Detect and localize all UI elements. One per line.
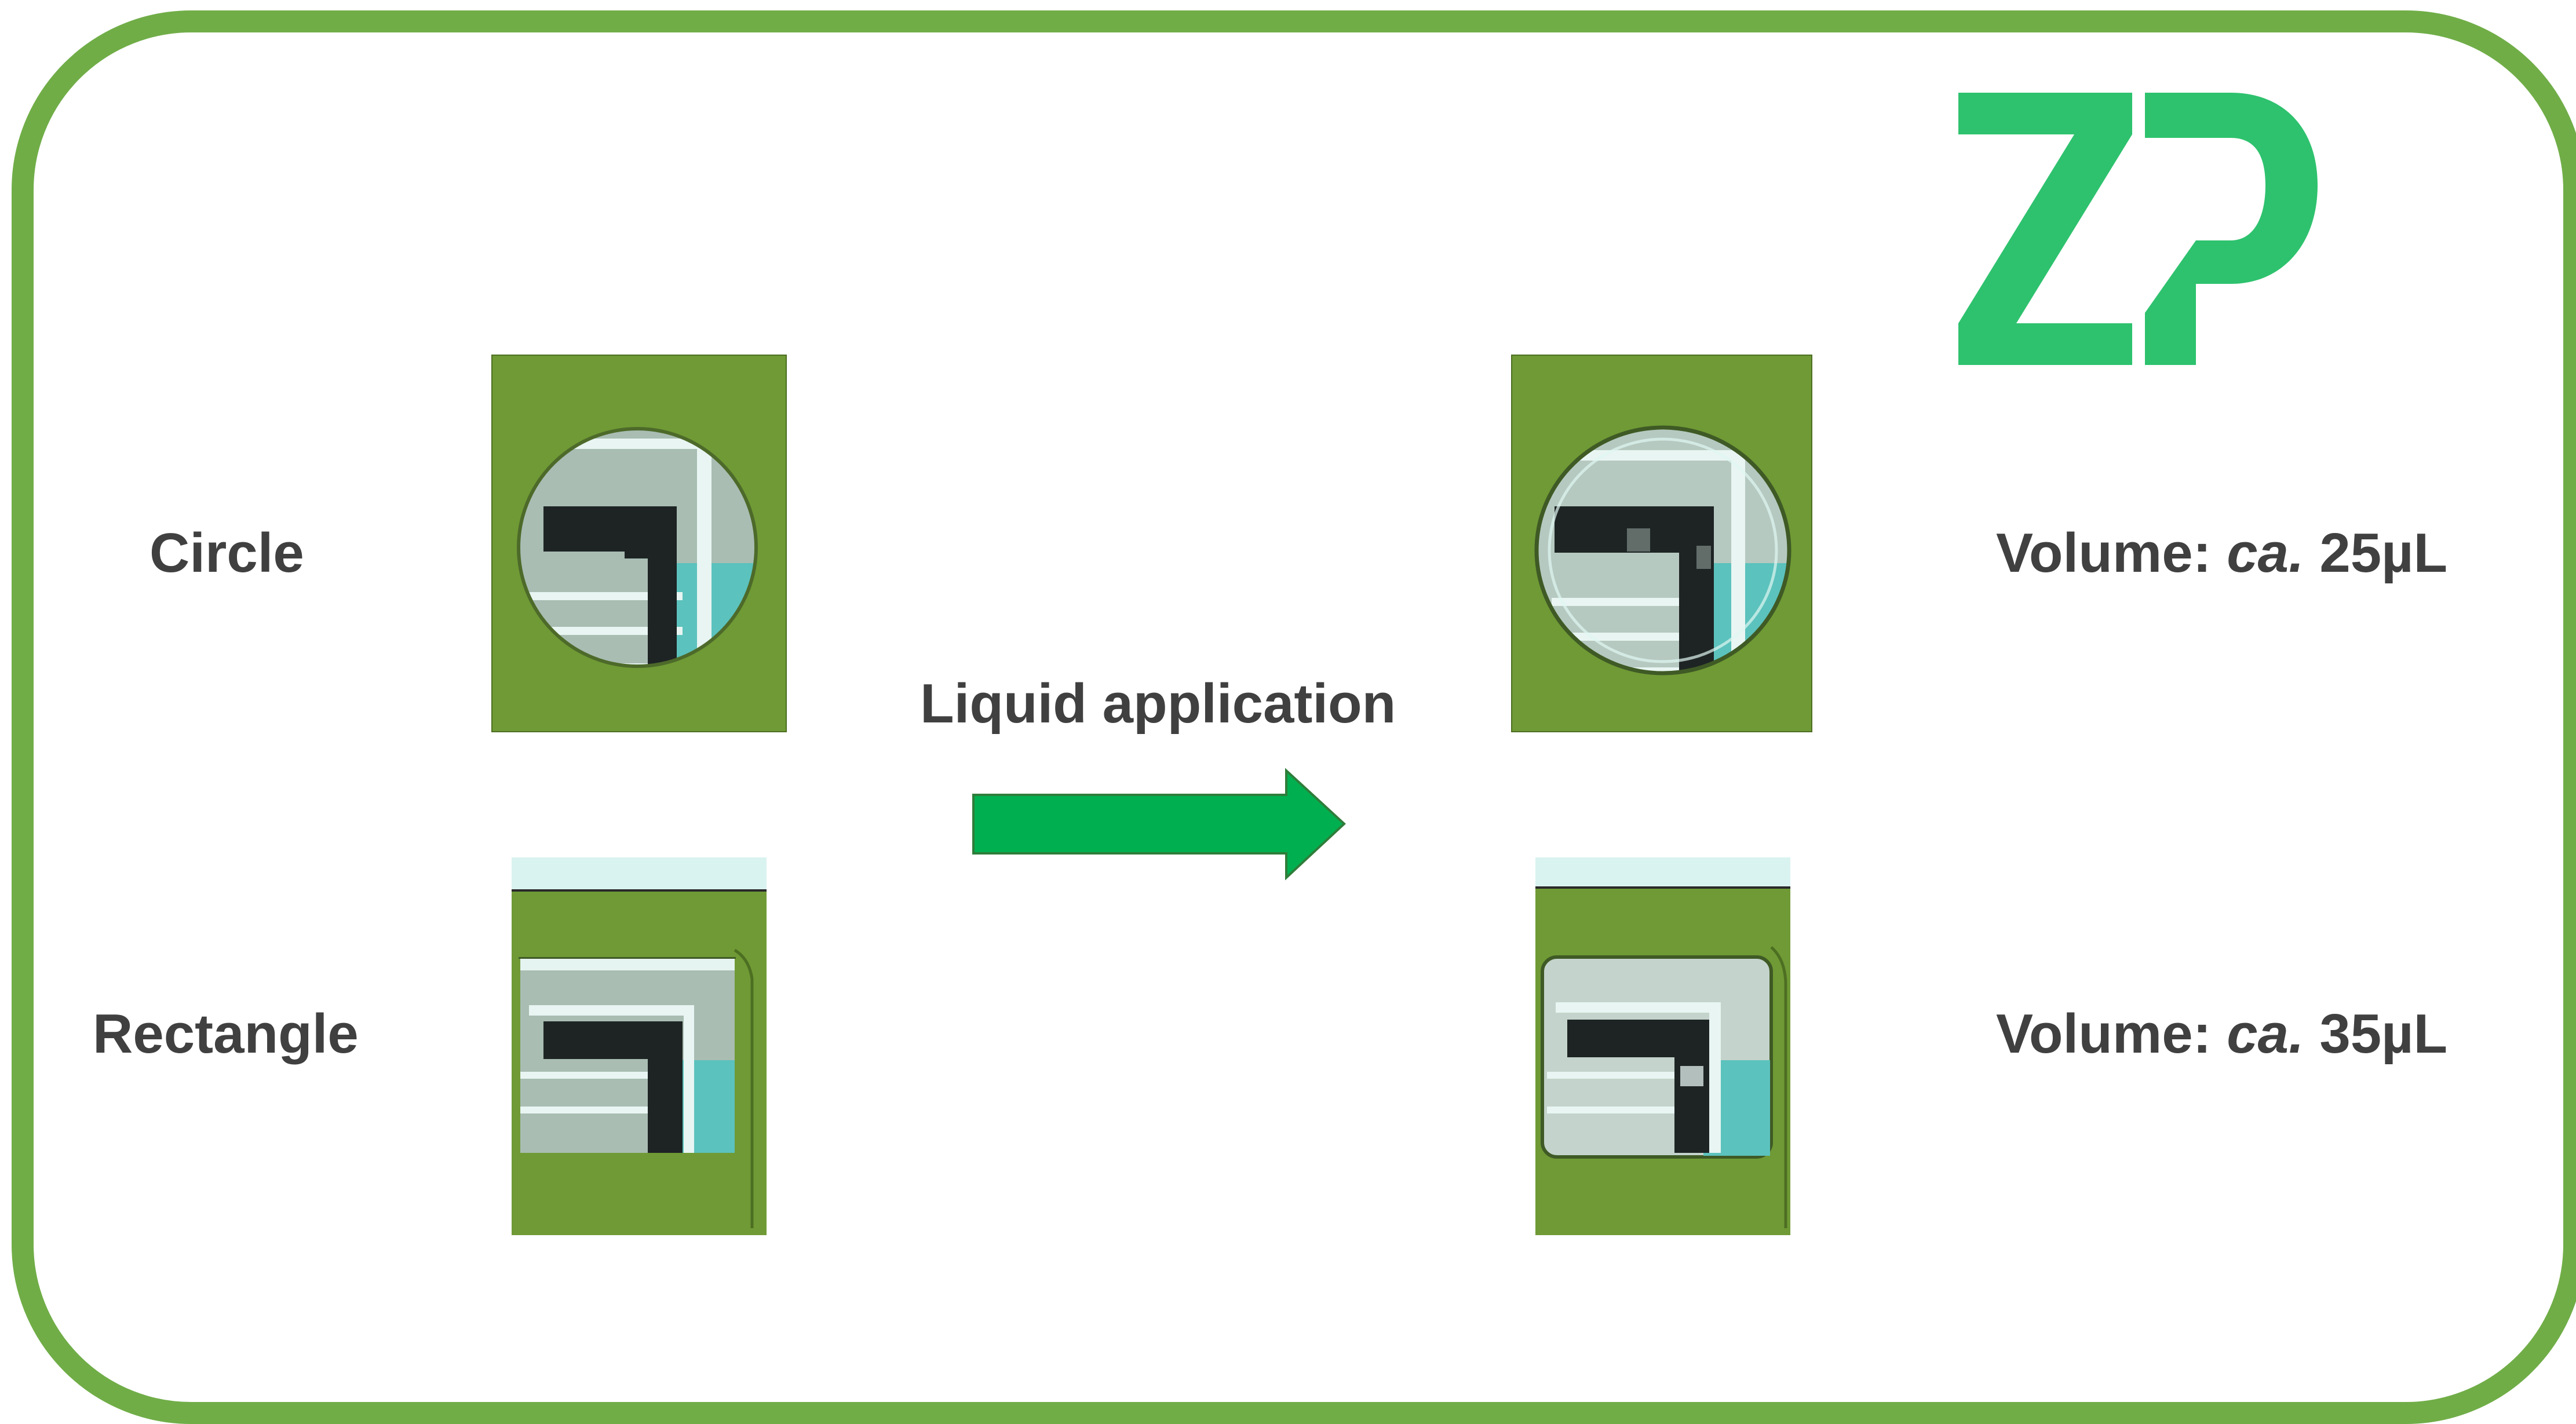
rectangle-wet-photo xyxy=(1535,857,1790,1235)
rounded-frame xyxy=(12,10,2576,1424)
rectangle-label: Rectangle xyxy=(93,1003,359,1065)
volume-rectangle-label: Volume: ca. 35µL xyxy=(1996,1003,2448,1065)
rectangle-dry-photo xyxy=(512,857,767,1235)
process-label: Liquid application xyxy=(920,673,1396,735)
zp-logo xyxy=(1958,93,2318,365)
circle-wet-photo xyxy=(1511,355,1812,732)
process-arrow xyxy=(972,768,1346,881)
circle-label: Circle xyxy=(149,522,304,584)
circle-dry-photo xyxy=(491,355,787,732)
volume-circle-label: Volume: ca. 25µL xyxy=(1996,522,2448,584)
